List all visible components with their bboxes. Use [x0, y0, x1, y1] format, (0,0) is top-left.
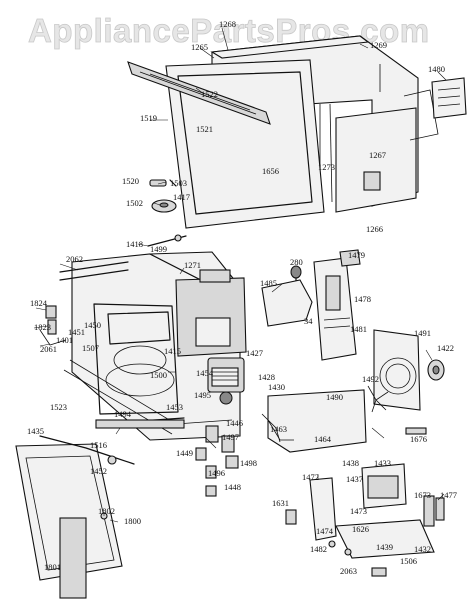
part-label: 1800	[124, 516, 141, 526]
part-label: 1801	[44, 562, 61, 572]
part-label: 1519	[140, 113, 157, 123]
part-label: 2061	[40, 344, 57, 354]
interlock-switches	[195, 425, 239, 497]
part-label: 1401	[56, 335, 73, 345]
part-label: 1418	[126, 239, 143, 249]
part-label: 1823	[34, 322, 51, 332]
leader-lines	[33, 27, 447, 523]
left-brackets	[39, 305, 67, 346]
part-label: 1480	[428, 64, 445, 74]
part-label: 34	[304, 316, 313, 326]
part-label: 1472	[302, 472, 319, 482]
part-label: 1503	[170, 178, 187, 188]
part-label: 1417	[173, 192, 190, 202]
part-label: 1479	[348, 250, 365, 260]
part-label: 1463	[270, 424, 287, 434]
part-label: 1474	[316, 526, 334, 536]
part-label: 1451	[68, 327, 85, 337]
part-label: 1481	[350, 324, 367, 334]
part-label: 1631	[272, 498, 289, 508]
door	[15, 435, 135, 599]
part-label: 1271	[184, 260, 201, 270]
part-label: 1497	[222, 432, 239, 442]
part-label: 1415	[164, 346, 181, 356]
part-label: 1522	[201, 89, 218, 99]
base-plate	[261, 389, 427, 453]
part-label: 1446	[226, 418, 243, 428]
part-label: 1626	[352, 524, 369, 534]
part-label: 1438	[342, 458, 359, 468]
part-label: 1265	[191, 42, 208, 52]
part-label: 1437	[346, 474, 363, 484]
part-label: 1656	[262, 166, 279, 176]
part-label: 1477	[440, 490, 457, 500]
fan-assembly	[367, 329, 445, 413]
part-label: 1482	[310, 544, 327, 554]
part-label: 1473	[350, 506, 367, 516]
part-label: 1428	[258, 372, 275, 382]
part-label: 1432	[414, 544, 431, 554]
part-label: 1464	[314, 434, 332, 444]
part-label: 1485	[260, 278, 277, 288]
part-label: 1499	[150, 244, 167, 254]
part-label: 1491	[414, 328, 431, 338]
control-electronics	[285, 463, 445, 577]
part-label: 1448	[224, 482, 241, 492]
part-label: 1673	[414, 490, 431, 500]
magnetron	[207, 357, 245, 405]
part-label: 1506	[400, 556, 417, 566]
part-label: 1266	[366, 224, 383, 234]
oven-cavity	[59, 251, 247, 441]
part-label: 1435	[27, 426, 44, 436]
part-label: 1454	[196, 368, 214, 378]
part-label: 1516	[90, 440, 107, 450]
part-label: 1430	[268, 382, 285, 392]
front-frame	[127, 59, 325, 229]
part-label: 1452	[90, 466, 107, 476]
part-label: 1427	[246, 348, 263, 358]
part-label: 1478	[354, 294, 371, 304]
part-label: 1269	[370, 40, 387, 50]
part-label: 1676	[410, 434, 427, 444]
control-panel-frame	[261, 249, 361, 361]
part-label: 1273	[318, 162, 335, 172]
part-labels: 1268 1265 1269 1522 1480 1519 1521 1656 …	[27, 19, 457, 576]
part-label: 1433	[374, 458, 391, 468]
part-label: 1500	[150, 370, 167, 380]
part-label: 2062	[66, 254, 83, 264]
part-label: 280	[290, 257, 303, 267]
part-label: 1802	[98, 506, 115, 516]
part-label: 1450	[84, 320, 101, 330]
part-label: 1521	[196, 124, 213, 134]
part-label: 1507	[82, 343, 99, 353]
part-label: 1268	[219, 19, 236, 29]
part-label: 1439	[376, 542, 393, 552]
part-label: 1492	[362, 374, 379, 384]
rear-vent-plate	[431, 77, 467, 119]
part-label: 1453	[166, 402, 183, 412]
part-label: 1494	[114, 409, 132, 419]
part-label: 1496	[208, 468, 225, 478]
part-label: 1523	[50, 402, 67, 412]
part-label: 1502	[126, 198, 143, 208]
part-label: 1498	[240, 458, 257, 468]
watermark-text: AppliancePartsPros.com	[28, 12, 430, 49]
part-label: 1495	[194, 390, 211, 400]
part-label: 1422	[437, 343, 454, 353]
part-label: 1520	[122, 176, 139, 186]
small-hardware	[147, 179, 187, 247]
part-label: 1267	[369, 150, 386, 160]
part-label: 2063	[340, 566, 357, 576]
part-label: 1490	[326, 392, 343, 402]
part-label: 1824	[30, 298, 48, 308]
part-label: 1449	[176, 448, 193, 458]
